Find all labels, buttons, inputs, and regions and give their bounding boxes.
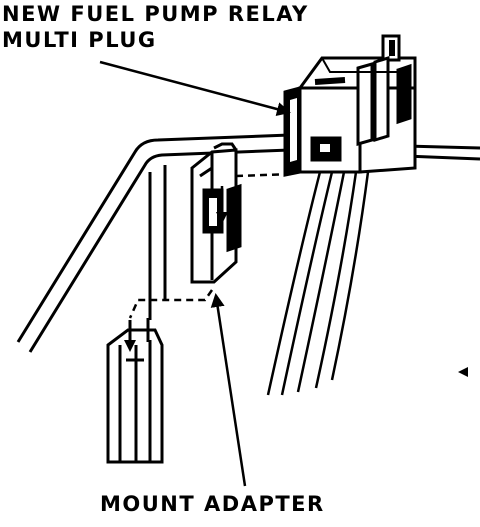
mounting-rail: [106, 318, 164, 464]
mount-adapter: [190, 142, 242, 284]
pointer-mark: [458, 367, 468, 377]
insertion-arrows: [124, 212, 228, 352]
callout-leaders: [99, 60, 291, 487]
mounting-panel: [16, 133, 480, 353]
relay-callout-arrow: [99, 60, 291, 116]
relay-label-line-2: MULTI PLUG: [2, 28, 157, 52]
adapter-callout-arrow: [210, 293, 247, 487]
relay-label-line-1: NEW FUEL PUMP RELAY: [2, 2, 309, 26]
assembly-guide-lines: [128, 172, 293, 319]
mount-adapter-label: MOUNT ADAPTER: [100, 492, 325, 516]
wire-bundle: [266, 171, 370, 396]
fuel-pump-relay-multi-plug: [283, 34, 417, 177]
